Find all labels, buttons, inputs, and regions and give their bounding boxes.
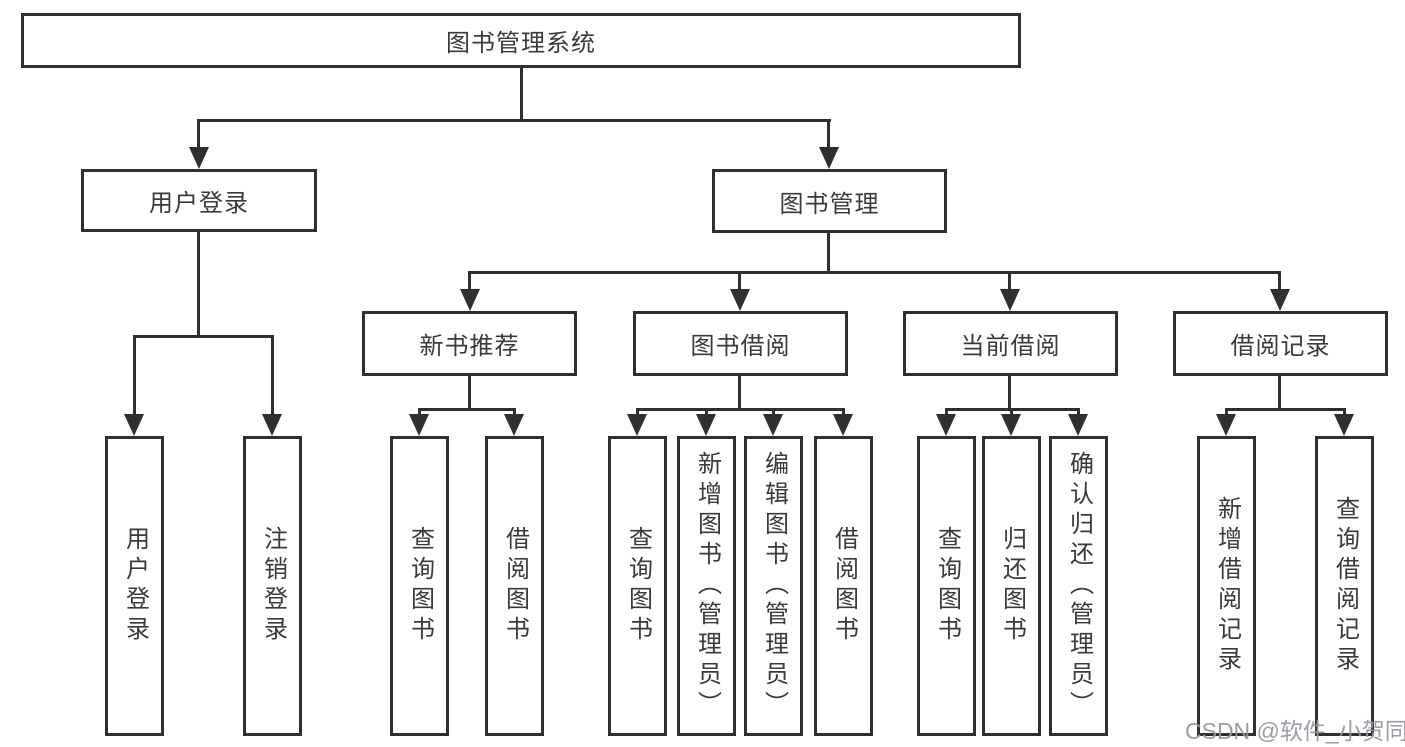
- arrow-down-icon: [1270, 289, 1290, 311]
- leaf-logout: 注销登录: [243, 436, 302, 736]
- leaf-edit-books-admin: 编辑图书（管理员）: [744, 436, 803, 736]
- leaf-return-books: 归还图书: [982, 436, 1041, 736]
- arrow-down-icon: [819, 147, 839, 169]
- arrow-down-icon: [730, 289, 750, 311]
- arrow-down-icon: [936, 414, 956, 436]
- connector-leaf-drop: [705, 408, 708, 417]
- connector-records-rail: [1225, 408, 1346, 411]
- connector-leaf-drop: [636, 408, 639, 417]
- connector-root-stem: [520, 68, 523, 122]
- arrow-down-icon: [460, 289, 480, 311]
- connector-leaf-drop: [1010, 408, 1013, 417]
- connector-leaf-drop: [418, 408, 421, 417]
- arrow-down-icon: [627, 414, 647, 436]
- node-user-login: 用户登录: [81, 169, 317, 232]
- leaf-borrow-books-recommend: 借阅图书: [485, 436, 544, 736]
- leaf-query-books-borrow: 查询图书: [608, 436, 667, 736]
- connector-level3-drop: [468, 271, 471, 292]
- node-current-borrow: 当前借阅: [903, 311, 1118, 376]
- leaf-query-borrow-record: 查询借阅记录: [1315, 436, 1374, 736]
- leaf-query-books-recommend: 查询图书: [390, 436, 449, 736]
- connector-book-mgmt-stem: [827, 233, 830, 274]
- connector-recommend-stem: [468, 376, 471, 411]
- leaf-user-login: 用户登录: [105, 436, 164, 736]
- leaf-confirm-return-admin: 确认归还（管理员）: [1049, 436, 1108, 736]
- leaf-query-books-current: 查询图书: [917, 436, 976, 736]
- arrow-down-icon: [409, 414, 429, 436]
- node-root: 图书管理系统: [21, 13, 1021, 68]
- connector-leaf-drop: [1225, 408, 1228, 417]
- connector-leaf-drop: [133, 335, 136, 417]
- connector-book-mgmt-rail: [468, 271, 1281, 274]
- connector-leaf-drop: [945, 408, 948, 417]
- arrow-down-icon: [262, 414, 282, 436]
- connector-leaf-drop: [271, 335, 274, 417]
- arrow-down-icon: [189, 147, 209, 169]
- connector-user-login-stem: [197, 232, 200, 338]
- leaf-borrow-books: 借阅图书: [814, 436, 873, 736]
- connector-leaf-drop: [513, 408, 516, 417]
- connector-user-login-drop: [197, 119, 200, 150]
- connector-leaf-drop: [772, 408, 775, 417]
- node-book-borrow: 图书借阅: [633, 311, 848, 376]
- connector-leaf-drop: [1343, 408, 1346, 417]
- connector-root-rail: [197, 119, 831, 122]
- connector-book-mgmt-drop: [827, 119, 830, 150]
- connector-level3-drop: [1278, 271, 1281, 292]
- arrow-down-icon: [1000, 289, 1020, 311]
- connector-records-stem: [1278, 376, 1281, 411]
- connector-leaf-drop: [842, 408, 845, 417]
- connector-level3-drop: [1008, 271, 1011, 292]
- arrow-down-icon: [124, 414, 144, 436]
- connector-user-login-rail: [133, 335, 274, 338]
- node-borrow-records: 借阅记录: [1173, 311, 1388, 376]
- arrow-down-icon: [1216, 414, 1236, 436]
- node-new-book-recommend: 新书推荐: [362, 311, 577, 376]
- arrow-down-icon: [1001, 414, 1021, 436]
- arrow-down-icon: [1334, 414, 1354, 436]
- arrow-down-icon: [504, 414, 524, 436]
- csdn-watermark: CSDN @软件_小贺同学: [1185, 718, 1405, 744]
- connector-current-stem: [1008, 376, 1011, 411]
- arrow-down-icon: [763, 414, 783, 436]
- arrow-down-icon: [1068, 414, 1088, 436]
- connector-level3-drop: [738, 271, 741, 292]
- arrow-down-icon: [696, 414, 716, 436]
- connector-leaf-drop: [1077, 408, 1080, 417]
- connector-borrow-stem: [738, 376, 741, 411]
- leaf-add-books-admin: 新增图书（管理员）: [677, 436, 736, 736]
- node-book-management: 图书管理: [712, 169, 947, 233]
- arrow-down-icon: [833, 414, 853, 436]
- connector-recommend-rail: [418, 408, 516, 411]
- connector-borrow-rail: [636, 408, 845, 411]
- leaf-add-borrow-record: 新增借阅记录: [1197, 436, 1256, 736]
